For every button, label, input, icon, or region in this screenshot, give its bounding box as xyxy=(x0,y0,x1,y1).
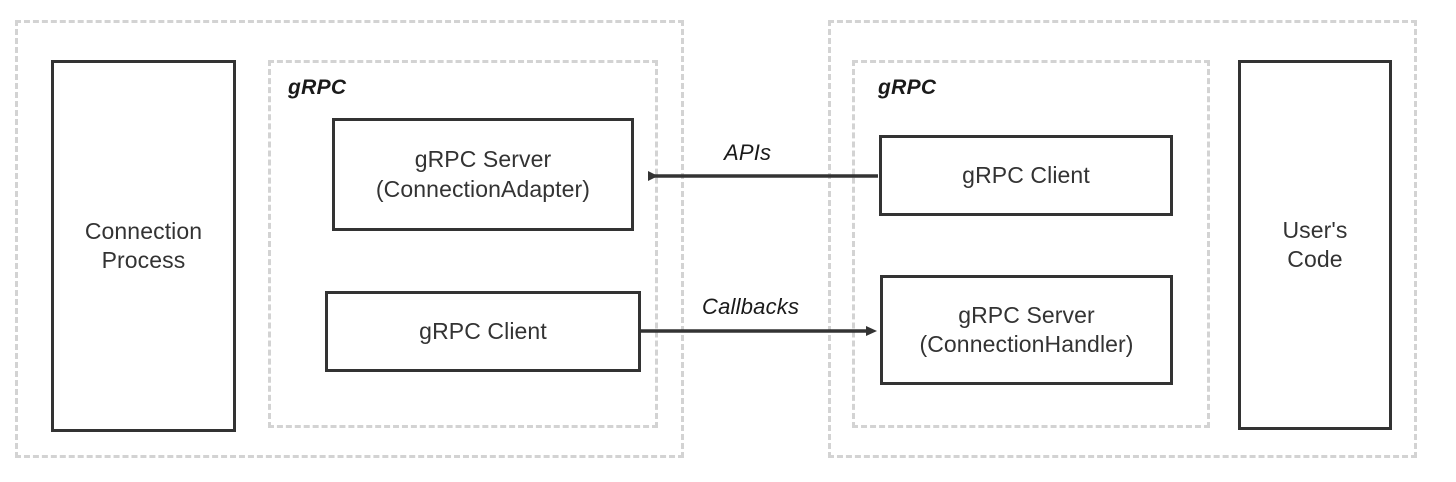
grpc-server-connection-adapter-label-line-2: (ConnectionAdapter) xyxy=(375,175,591,202)
connection-process-group xyxy=(15,20,684,458)
grpc-server-connection-handler-label: gRPC Server (ConnectionHandler) xyxy=(919,301,1133,360)
right-grpc-group xyxy=(852,60,1210,428)
grpc-client-left-label-line-1: gRPC Client xyxy=(419,317,547,344)
grpc-server-connection-handler-node[interactable]: gRPC Server (ConnectionHandler) xyxy=(880,275,1173,385)
apis-edge-label: APIs xyxy=(724,140,772,165)
grpc-client-left-node[interactable]: gRPC Client xyxy=(325,291,641,372)
grpc-client-right-label-line-1: gRPC Client xyxy=(962,161,1090,188)
right-grpc-group-caption: gRPC xyxy=(878,76,937,99)
grpc-client-left-label: gRPC Client xyxy=(419,317,547,346)
connection-process-label-line-2: Process xyxy=(101,247,186,273)
users-code-label-line-2: Code xyxy=(1287,246,1343,272)
users-code-node[interactable]: User's Code xyxy=(1238,60,1392,430)
users-code-group xyxy=(828,20,1417,458)
left-grpc-group xyxy=(268,60,658,428)
grpc-server-connection-adapter-node[interactable]: gRPC Server (ConnectionAdapter) xyxy=(332,118,634,231)
grpc-server-connection-adapter-label: gRPC Server (ConnectionAdapter) xyxy=(376,145,590,204)
connection-process-label: Connection Process xyxy=(85,217,202,276)
users-code-label: User's Code xyxy=(1282,216,1347,275)
grpc-server-connection-handler-label-line-1: gRPC Server xyxy=(958,301,1095,328)
grpc-server-connection-handler-label-line-2: (ConnectionHandler) xyxy=(919,331,1134,357)
connection-process-label-line-1: Connection xyxy=(84,217,203,244)
grpc-client-right-label: gRPC Client xyxy=(962,161,1090,190)
grpc-client-right-node[interactable]: gRPC Client xyxy=(879,135,1173,216)
connection-process-node[interactable]: Connection Process xyxy=(51,60,236,432)
callbacks-edge-label: Callbacks xyxy=(702,294,800,319)
grpc-server-connection-adapter-label-line-1: gRPC Server xyxy=(414,146,552,173)
left-grpc-group-caption: gRPC xyxy=(288,76,347,99)
users-code-label-line-1: User's xyxy=(1282,216,1348,243)
